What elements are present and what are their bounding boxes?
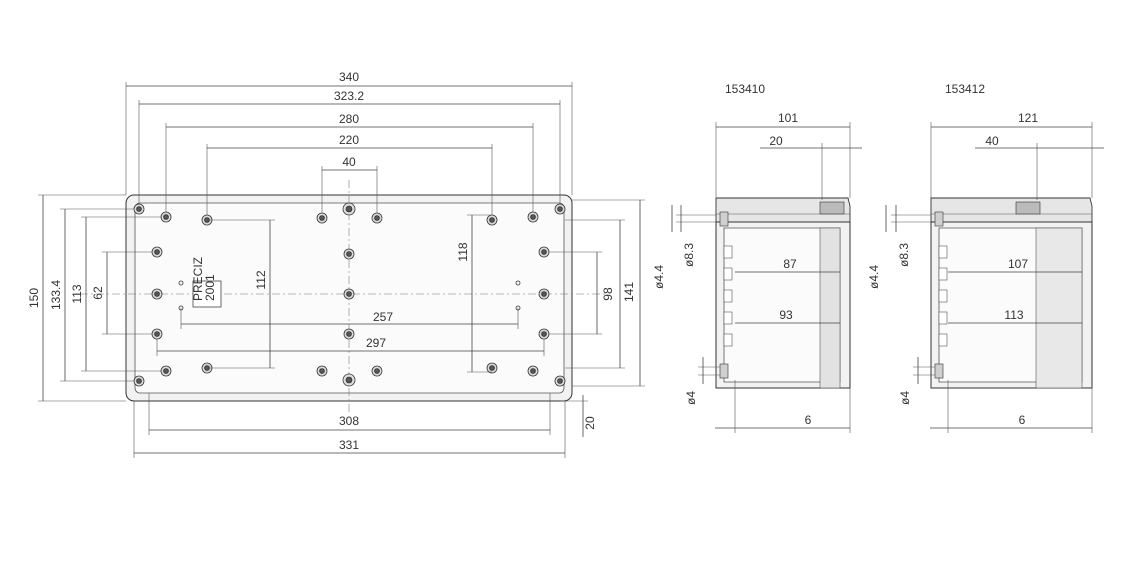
dim-98: 98: [601, 287, 615, 301]
dim-dia-4: ø4: [898, 391, 912, 405]
dim-323-2: 323.2: [334, 89, 364, 103]
dim-dia-8-3: ø8.3: [682, 243, 696, 267]
left-dimensions: 150 133.4 113 62: [27, 194, 161, 402]
dim-280: 280: [339, 112, 359, 126]
dim-113-side: 113: [1004, 308, 1023, 322]
dim-87: 87: [783, 257, 797, 271]
dim-62: 62: [91, 286, 105, 300]
dim-113: 113: [70, 284, 84, 303]
dim-220: 220: [339, 133, 359, 147]
part-number-153412: 153412: [945, 82, 985, 96]
right-dimensions: 98 141 20: [549, 199, 645, 437]
dim-121: 121: [1018, 111, 1038, 125]
dim-dia-4-4: ø4.4: [867, 265, 881, 289]
horizontal-inner-dimensions: 257 297: [156, 308, 545, 356]
side-view-153412: 153412 121 40 107 113: [867, 82, 1104, 433]
dim-dia-4-4: ø4.4: [652, 265, 666, 289]
dim-118: 118: [456, 242, 470, 261]
dim-107: 107: [1008, 257, 1028, 271]
logo-label: [192, 280, 222, 308]
inner-dimensions: 112 118: [207, 214, 492, 373]
dim-257: 257: [373, 310, 393, 324]
dim-141: 141: [622, 282, 636, 302]
dim-6: 6: [805, 413, 812, 427]
logo-text-line1: PRECIZ: [191, 257, 205, 301]
dim-150: 150: [27, 288, 41, 308]
dim-133-4: 133.4: [49, 280, 63, 310]
dim-297: 297: [366, 336, 386, 350]
top-dimensions: 340 323.2 280 220 40: [125, 70, 573, 215]
front-view: PRECIZ 2001: [27, 70, 645, 458]
bottom-dimensions: 308 331: [133, 393, 566, 458]
internal-bosses: [151, 211, 550, 377]
dim-20: 20: [583, 416, 597, 430]
dim-93: 93: [779, 308, 793, 322]
side-view-153410: 153410 101 20 87 93: [652, 82, 862, 433]
dim-340: 340: [339, 70, 359, 84]
logo-text-line2: 2001: [203, 274, 217, 301]
dim-308: 308: [339, 414, 359, 428]
part-number-153410: 153410: [725, 82, 765, 96]
dim-dia-4: ø4: [684, 391, 698, 405]
dim-331: 331: [339, 438, 359, 452]
lid-section: [930, 197, 1093, 223]
dim-101: 101: [778, 111, 798, 125]
dim-20-lid: 20: [769, 134, 783, 148]
dim-40: 40: [342, 155, 356, 169]
dim-40-lid: 40: [985, 134, 999, 148]
dim-dia-8-3: ø8.3: [897, 243, 911, 267]
corner-holes: [133, 202, 566, 387]
dim-6: 6: [1019, 413, 1026, 427]
dim-112: 112: [254, 270, 268, 289]
